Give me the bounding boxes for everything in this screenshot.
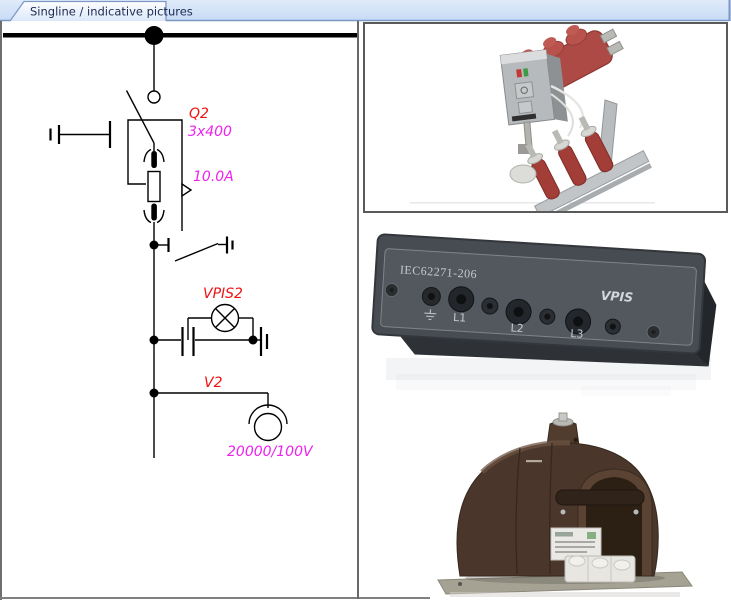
switch-fixed-contact [147,90,161,104]
fuse-body [147,170,161,203]
vt-handle [555,489,645,515]
vpis-standard-text: IEC62271-206 [400,263,478,282]
vt-terminal-blocks [564,555,636,583]
vpis-panel: IEC62271-206 VPIS L1 L2 L [371,233,717,367]
vt-winding-circle [253,412,283,442]
tab-strip-background [0,0,731,21]
tab-bar: Singline / indicative pictures [0,0,731,22]
voltage-transformer-symbol[interactable] [149,388,288,442]
label-vt-ratio: 20000/100V [227,444,314,460]
indicator-lamp [187,303,254,340]
vpis-socket-L2: L2 [505,298,532,335]
earthing-switch-symbol[interactable] [149,236,234,262]
breaker-close-button [523,68,529,77]
label-fuse-rating: 10.0A [193,169,234,185]
vt-primary-arc [248,404,288,425]
vpis-phase-label: L1 [453,311,467,325]
breaker-bottom-poles [525,115,652,224]
striker-arrow [181,182,193,198]
breaker-cap-piece [509,164,537,184]
vpis-indicator-symbol[interactable] [149,303,269,357]
vpis-ground-socket [421,286,441,321]
vpis-phase-label: L2 [510,321,524,335]
tab-singleline-pictures[interactable]: Singline / indicative pictures [9,0,193,22]
switch-fuse-symbol[interactable] [125,36,193,231]
vpis-phase-label: L3 [570,327,584,341]
switch-enclosure [127,119,183,231]
breaker-open-button [516,68,523,78]
breaker-picture-box [363,22,728,224]
earthing-contact-left[interactable] [49,121,112,148]
label-vpis-id: VPIS2 [203,286,243,302]
busbar-node [144,26,164,45]
voltage-transformer-image [430,408,730,600]
vpis-brand-text: VPIS [600,288,633,305]
label-vt-id: V2 [204,375,223,391]
switch-blade [125,90,155,144]
breaker-cabinet [499,49,568,126]
vpis-socket-L3: L3 [565,308,592,341]
circuit-breaker-image [365,24,726,224]
tab-label: Singline / indicative pictures [30,5,193,19]
vpis-socket-L1: L1 [448,286,475,325]
earthing-switch-blade [174,242,219,262]
vpis-panel-image: IEC62271-206 VPIS L1 L2 L [361,224,731,408]
label-switch-rating: 3x400 [188,124,232,140]
vt-nameplate [550,527,602,561]
panel-separator [357,21,359,599]
busbar-symbol[interactable] [3,26,357,45]
label-switch-id: Q2 [189,106,209,122]
window-border-left [0,21,2,600]
window-border-bottom [0,597,622,599]
